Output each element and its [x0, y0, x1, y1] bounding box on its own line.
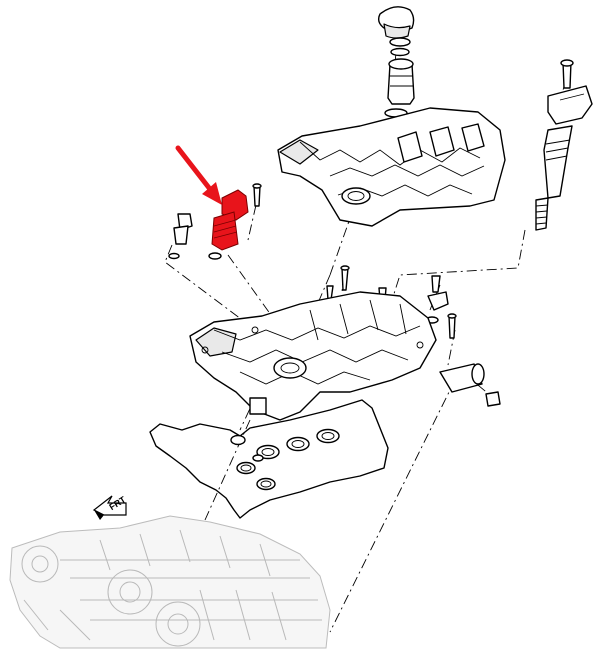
cam-sensor	[439, 363, 501, 407]
pointer-arrow	[175, 145, 222, 205]
cover-gasket	[149, 399, 389, 519]
engine-block	[9, 515, 331, 649]
oil-filler-neck	[384, 58, 415, 118]
sensor-left	[168, 213, 193, 260]
valve-cover	[277, 107, 506, 227]
front-indicator: FRT	[92, 494, 128, 520]
highlighted-part	[208, 183, 262, 260]
tube-seals	[230, 428, 340, 491]
ignition-coil	[535, 59, 593, 231]
oil-filler-cap	[377, 6, 415, 57]
intake-manifold	[189, 291, 437, 421]
